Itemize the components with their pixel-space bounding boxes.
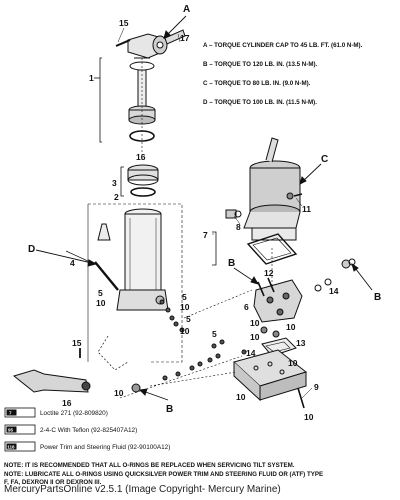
part-5-mid-b: 5 — [186, 314, 191, 324]
part-10-mid-b: 10 — [180, 326, 190, 336]
part-13: 13 — [296, 338, 306, 348]
legend-symbols — [4, 407, 36, 452]
fluid-tube — [12, 348, 91, 393]
note-line-3: F, FA, DEXRON II OR DEXRON III. — [4, 479, 102, 486]
legend-code-3: 116 — [7, 444, 15, 449]
callout-a: A — [183, 4, 190, 15]
copyright-footer: MercuryPartsOnline v2.5.1 (Image Copyrig… — [4, 484, 281, 495]
torque-spec-a: A – TORQUE CYLINDER CAP TO 45 LB. FT. (6… — [203, 42, 363, 49]
callout-c: C — [321, 154, 328, 165]
callout-b-right: B — [374, 292, 381, 303]
cylinder-cap-assembly — [94, 29, 186, 160]
part-10-base-a: 10 — [236, 392, 246, 402]
part-11: 11 — [302, 204, 311, 214]
part-4: 4 — [70, 258, 75, 268]
legend-code-2: 95 — [8, 427, 14, 432]
callout-arrows — [35, 15, 373, 401]
part-5-lower: 5 — [212, 329, 217, 339]
part-14-right: 14 — [329, 286, 339, 296]
part-2: 2 — [114, 192, 119, 202]
part-10-valve-a: 10 — [250, 318, 260, 328]
part-8: 8 — [236, 222, 241, 232]
legend-text-3: Power Trim and Steering Fluid (92-90100A… — [40, 444, 170, 451]
callout-b-top: B — [228, 258, 235, 269]
part-15-bottom: 15 — [72, 338, 82, 348]
part-15-top: 15 — [119, 18, 129, 28]
legend-text-1: Loctite 271 (92-809820) — [40, 410, 108, 417]
part-3: 3 — [112, 178, 117, 188]
part-17: 17 — [180, 33, 190, 43]
part-14-low: 14 — [246, 348, 256, 358]
torque-spec-b: B – TORQUE TO 120 LB. IN. (13.5 N-M). — [203, 61, 318, 68]
note-line-1: NOTE: IT IS RECOMMENDED THAT ALL O-RINGS… — [4, 462, 295, 469]
legend-text-2: 2-4-C With Teflon (92-825407A12) — [40, 427, 137, 434]
part-6: 6 — [244, 302, 249, 312]
part-12: 12 — [264, 268, 274, 278]
valve-manifold — [119, 258, 356, 409]
part-5-left: 5 — [98, 288, 103, 298]
part-7: 7 — [203, 230, 208, 240]
part-10-right: 10 — [286, 322, 296, 332]
lube-tube-and-bolt — [65, 223, 119, 291]
torque-spec-c: C – TORQUE TO 80 LB. IN. (9.0 N-M). — [203, 80, 311, 87]
part-10-mid-a: 10 — [180, 302, 190, 312]
tilt-cylinder-body — [87, 164, 185, 371]
part-1: 1 — [89, 73, 94, 83]
part-16-top: 16 — [136, 152, 146, 162]
legend-code-1: 7 — [9, 410, 12, 415]
part-10-left: 10 — [96, 298, 106, 308]
note-line-2: NOTE: LUBRICATE ALL O-RINGS USING QUICKS… — [4, 471, 323, 478]
part-10-plate: 10 — [288, 358, 298, 368]
part-10-valve-b: 10 — [250, 332, 260, 342]
part-5-mid-a: 5 — [182, 292, 187, 302]
part-10-base-b: 10 — [304, 412, 314, 422]
callout-b-bottom: B — [166, 404, 173, 415]
part-16-bottom: 16 — [62, 398, 72, 408]
trim-pump-motor — [212, 137, 303, 286]
torque-spec-d: D – TORQUE TO 100 LB. IN. (11.5 N-M). — [203, 99, 317, 106]
part-10-bottom: 10 — [114, 388, 124, 398]
callout-d: D — [28, 244, 35, 255]
part-9: 9 — [314, 382, 319, 392]
